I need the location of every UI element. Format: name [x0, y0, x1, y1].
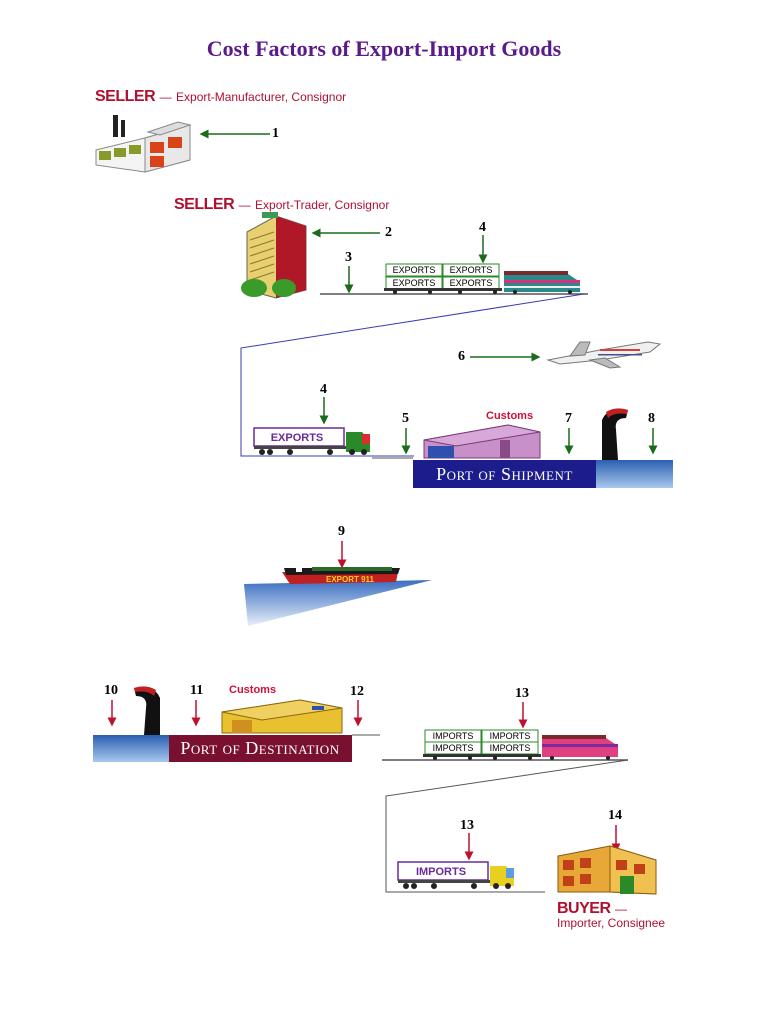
step-number-4-truck: 4	[320, 382, 327, 397]
port-of-destination-label: Port of Destination	[180, 738, 340, 758]
seller-description: Export-Trader, Consignor	[255, 198, 390, 212]
container-label: IMPORTS	[433, 731, 474, 741]
port-of-shipment-banner: Port of Shipment	[413, 460, 596, 488]
step-number-6: 6	[458, 349, 465, 364]
sea-water	[93, 735, 169, 762]
step-number-3: 3	[345, 250, 352, 265]
truck-label: IMPORTS	[416, 866, 466, 878]
customs-label-shipment: Customs	[486, 410, 534, 422]
ship-bow-icon	[602, 408, 628, 460]
export-truck-icon: EXPORTS	[253, 427, 370, 455]
sea-water	[596, 460, 673, 488]
customs-warehouse-icon	[221, 699, 343, 734]
buyer-description: Importer, Consignee	[557, 916, 666, 930]
seller-role: SELLER	[174, 196, 235, 213]
step-number-4-rail: 4	[479, 220, 486, 235]
ship-name: EXPORT 911	[326, 575, 375, 584]
port-of-shipment-label: Port of Shipment	[436, 463, 573, 484]
buyer-dash: —	[614, 902, 627, 916]
buyer-role: BUYER	[557, 900, 611, 917]
cargo-ship-icon: EXPORT 911	[244, 566, 432, 626]
import-truck-icon: IMPORTS	[397, 861, 514, 889]
export-train-icon: EXPORTS EXPORTS EXPORTS EXPORTS	[320, 263, 588, 295]
seller-role: SELLER	[95, 88, 156, 105]
ship-bow-icon	[134, 686, 160, 735]
container-label: EXPORTS	[450, 265, 493, 275]
step-number-9: 9	[338, 524, 345, 539]
truck-label: EXPORTS	[271, 432, 324, 444]
seller-manufacturer-label: SELLER — Export-Manufacturer, Consignor	[95, 88, 346, 106]
port-of-destination-banner: Port of Destination	[168, 735, 352, 762]
seller-trader-label: SELLER — Export-Trader, Consignor	[174, 196, 389, 214]
step-number-8: 8	[648, 411, 655, 426]
step-number-5: 5	[402, 411, 409, 426]
seller-description: Export-Manufacturer, Consignor	[176, 90, 347, 104]
airplane-icon	[546, 341, 662, 369]
buyer-warehouse-icon	[557, 845, 657, 895]
customs-label-destination: Customs	[229, 684, 277, 696]
container-label: IMPORTS	[490, 731, 531, 741]
buyer-label: BUYER —	[557, 900, 627, 918]
container-label: EXPORTS	[393, 265, 436, 275]
step-number-11: 11	[190, 683, 204, 698]
step-number-13-truck: 13	[460, 818, 474, 833]
container-label: EXPORTS	[450, 278, 493, 288]
step-number-10: 10	[104, 683, 118, 698]
step-number-13-rail: 13	[515, 686, 529, 701]
step-number-2: 2	[385, 225, 392, 240]
seller-dash: —	[159, 90, 172, 104]
customs-warehouse-icon	[423, 424, 541, 459]
container-label: IMPORTS	[433, 743, 474, 753]
import-train-icon: IMPORTS IMPORTS IMPORTS IMPORTS	[382, 729, 628, 761]
seller-dash: —	[238, 198, 251, 212]
page-title: Cost Factors of Export-Import Goods	[206, 36, 562, 61]
step-number-7: 7	[565, 411, 572, 426]
factory-icon	[95, 115, 192, 173]
step-number-1: 1	[272, 126, 279, 141]
office-building-icon	[241, 212, 307, 299]
step-number-14: 14	[608, 808, 622, 823]
step-number-12: 12	[350, 684, 364, 699]
container-label: EXPORTS	[393, 278, 436, 288]
container-label: IMPORTS	[490, 743, 531, 753]
